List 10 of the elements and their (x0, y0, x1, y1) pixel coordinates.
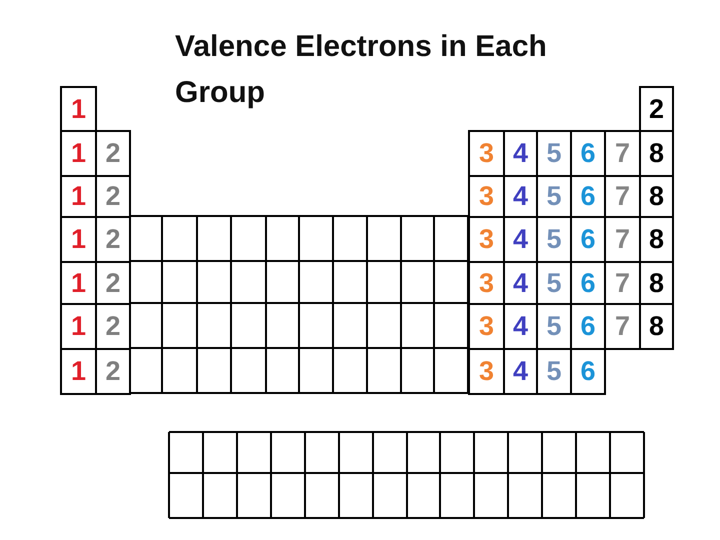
table-cell: 2 (639, 86, 674, 132)
title: Valence Electrons in Each Group (175, 29, 548, 111)
table-cell: 2 (95, 130, 131, 177)
table-cell: 3 (468, 130, 505, 177)
table-cell: 1 (60, 348, 97, 395)
table-cell: 6 (570, 348, 606, 395)
table-cell: 8 (639, 303, 674, 350)
table-cell: 1 (60, 86, 97, 132)
table-cell: 2 (95, 348, 131, 395)
table-cell: 3 (468, 348, 505, 395)
